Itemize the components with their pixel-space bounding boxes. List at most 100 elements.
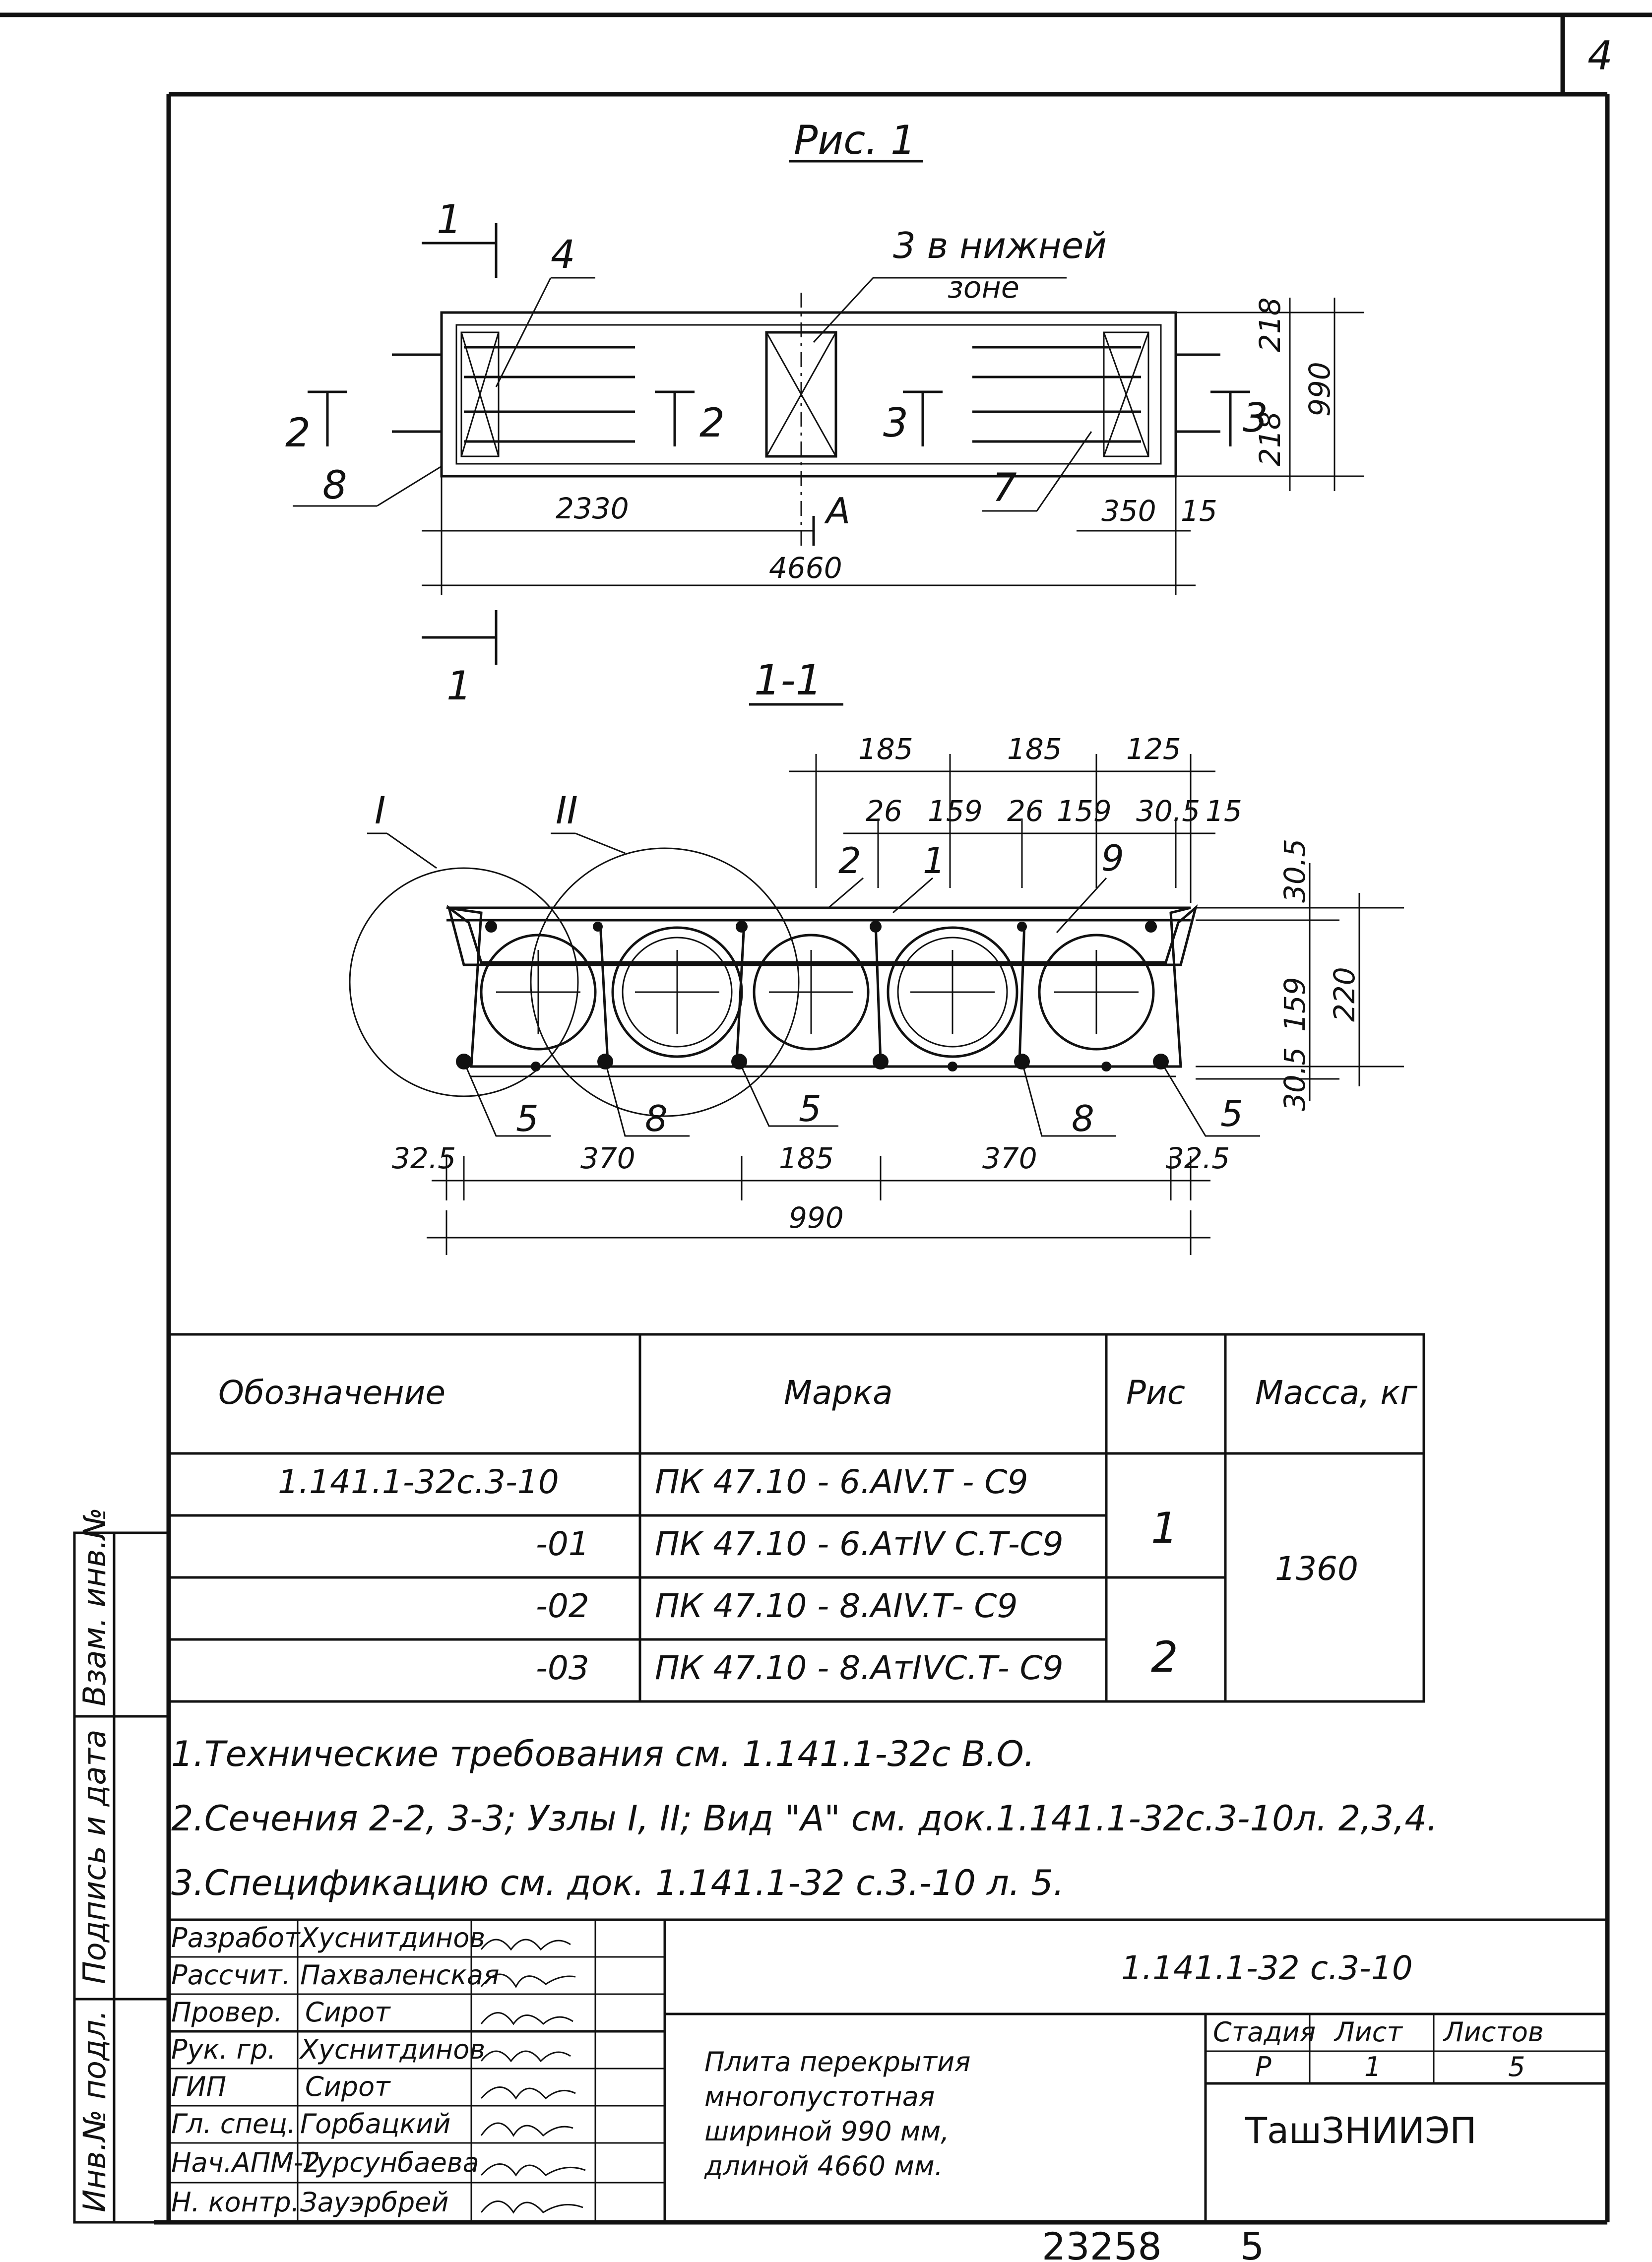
svg-text:159: 159 xyxy=(1057,794,1112,828)
svg-text:3: 3 xyxy=(883,400,908,446)
svg-text:2: 2 xyxy=(699,400,725,446)
svg-text:185: 185 xyxy=(779,1141,834,1175)
spec-table: Обозначение Марка Рис Масса, кг 1.141.1-… xyxy=(167,1333,1425,1703)
svg-text:159: 159 xyxy=(928,794,983,828)
svg-text:30.5: 30.5 xyxy=(1278,839,1312,903)
spec-header-mass: Масса, кг xyxy=(1255,1374,1417,1412)
doc-code: 1.141.1-32 с.3-10 xyxy=(1121,1949,1413,1987)
svg-text:Нач.АПМ-2: Нач.АПМ-2 xyxy=(171,2147,320,2178)
svg-text:350: 350 xyxy=(1101,494,1156,528)
svg-text:2: 2 xyxy=(285,410,311,456)
void-5 xyxy=(1038,934,1155,1051)
side-label: Инв.№ подл. xyxy=(76,2010,113,2212)
void-4 xyxy=(887,926,1018,1058)
sheet-value: 1 xyxy=(1364,2051,1381,2082)
description-line: многопустотная xyxy=(704,2081,935,2112)
svg-text:26: 26 xyxy=(866,794,902,828)
spec-fig-value: 2 xyxy=(1151,1633,1178,1682)
spec-row-designation: 1.141.1-32с.3-10 xyxy=(278,1463,559,1501)
svg-text:159: 159 xyxy=(1278,977,1312,1032)
svg-text:7: 7 xyxy=(992,466,1017,510)
cross-section xyxy=(446,904,1198,1077)
svg-text:220: 220 xyxy=(1328,967,1361,1022)
inventory-number: 23258 xyxy=(1042,2224,1162,2262)
side-strip: Взам. инв.№ Подпись и дата Инв.№ подл. xyxy=(73,1508,170,2224)
svg-text:Гл. спец.: Гл. спец. xyxy=(171,2108,296,2139)
sheet-header: Лист xyxy=(1334,2016,1403,2048)
svg-text:185: 185 xyxy=(1007,732,1062,766)
spec-row-designation: -01 xyxy=(536,1525,589,1563)
svg-text:2330: 2330 xyxy=(556,492,629,525)
svg-text:Сирот: Сирот xyxy=(305,1997,391,2028)
svg-text:5: 5 xyxy=(799,1088,822,1130)
side-label: Подпись и дата xyxy=(76,1729,113,1984)
svg-text:Пахваленская: Пахваленская xyxy=(300,1959,500,1991)
footer-number: 5 xyxy=(1240,2224,1264,2262)
organization: ТашЗНИИЭП xyxy=(1245,2110,1476,2151)
section-mark-2: 2 2 xyxy=(285,390,725,456)
svg-text:26: 26 xyxy=(1007,794,1044,828)
svg-text:9: 9 xyxy=(1101,837,1124,879)
spec-row-designation: -03 xyxy=(536,1649,589,1687)
svg-text:15: 15 xyxy=(1181,494,1217,528)
void-1 xyxy=(480,934,597,1051)
description-line: длиной 4660 мм. xyxy=(704,2150,943,2182)
void-3 xyxy=(753,934,870,1051)
svg-text:1: 1 xyxy=(923,840,946,881)
sheet-frame xyxy=(0,12,1652,2225)
note-item: 3.Спецификацию см. док. 1.141.1-32 с.3.-… xyxy=(171,1863,1064,1903)
svg-text:218: 218 xyxy=(1253,297,1287,352)
note-item: 2.Сечения 2-2, 3-3; Узлы I, II; Вид "А" … xyxy=(171,1798,1438,1839)
description-line: Плита перекрытия xyxy=(704,2046,971,2077)
section-mark-3: 3 3 xyxy=(883,390,1268,446)
svg-text:Провер.: Провер. xyxy=(171,1997,282,2028)
svg-text:I: I xyxy=(375,788,385,832)
stage-value: Р xyxy=(1255,2051,1271,2082)
svg-text:ГИП: ГИП xyxy=(171,2071,226,2102)
spec-row-mark: ПК 47.10 - 6.АIV.Т - С9 xyxy=(655,1463,1028,1501)
svg-text:Горбацкий: Горбацкий xyxy=(300,2108,450,2139)
plan-view xyxy=(392,293,1220,551)
svg-text:3: 3 xyxy=(1243,395,1268,441)
svg-text:А: А xyxy=(824,490,850,532)
spec-row-mark: ПК 47.10 - 8.АтIVС.Т- С9 xyxy=(655,1649,1064,1687)
svg-text:32.5: 32.5 xyxy=(1166,1141,1230,1175)
section-callouts: 2 1 9 5 8 5 8 5 xyxy=(463,837,1260,1139)
node-callouts: I II xyxy=(349,788,800,1117)
svg-text:185: 185 xyxy=(858,732,913,766)
spec-row-mark: ПК 47.10 - 6.АтIV С.Т-С9 xyxy=(655,1525,1064,1563)
svg-text:Рук. гр.: Рук. гр. xyxy=(171,2034,276,2065)
svg-text:II: II xyxy=(556,788,578,832)
spec-mass-value: 1360 xyxy=(1275,1550,1358,1588)
svg-text:370: 370 xyxy=(982,1141,1037,1175)
svg-text:15: 15 xyxy=(1206,794,1242,828)
svg-text:Зауэрбрей: Зауэрбрей xyxy=(300,2187,448,2218)
sheets-header: Листов xyxy=(1443,2016,1544,2048)
section-dimensions: 185 185 125 26 159 26 159 30.5 15 30.5 1… xyxy=(392,732,1404,1255)
section-title: 1-1 xyxy=(754,656,822,704)
svg-text:4660: 4660 xyxy=(769,551,842,585)
svg-text:218: 218 xyxy=(1253,411,1287,466)
notes: 1.Технические требования см. 1.141.1-32с… xyxy=(171,1734,1438,1903)
svg-text:Турсунбаева: Турсунбаева xyxy=(300,2147,479,2178)
spec-fig-value: 1 xyxy=(1151,1504,1178,1553)
side-label: Взам. инв.№ xyxy=(76,1508,113,1706)
svg-text:Рассчит.: Рассчит. xyxy=(171,1959,291,1991)
spec-header-fig: Рис xyxy=(1126,1374,1185,1412)
stage-header: Стадия xyxy=(1213,2016,1316,2048)
svg-text:5: 5 xyxy=(1220,1093,1243,1134)
description-line: шириной 990 мм, xyxy=(704,2116,949,2147)
svg-text:Сирот: Сирот xyxy=(305,2071,391,2102)
plan-dimensions: 2330 4660 350 15 218 218 990 xyxy=(422,297,1364,595)
svg-text:125: 125 xyxy=(1126,732,1181,766)
svg-text:Хуснитдинов: Хуснитдинов xyxy=(299,2034,485,2065)
sheets-value: 5 xyxy=(1508,2051,1525,2082)
page-number: 4 xyxy=(1588,33,1613,79)
spec-header-designation: Обозначение xyxy=(218,1374,445,1412)
spec-row-mark: ПК 47.10 - 8.АIV.Т- С9 xyxy=(655,1587,1018,1625)
spec-row-designation: -02 xyxy=(536,1587,589,1625)
svg-text:30.5: 30.5 xyxy=(1278,1047,1312,1111)
svg-text:32.5: 32.5 xyxy=(392,1141,456,1175)
